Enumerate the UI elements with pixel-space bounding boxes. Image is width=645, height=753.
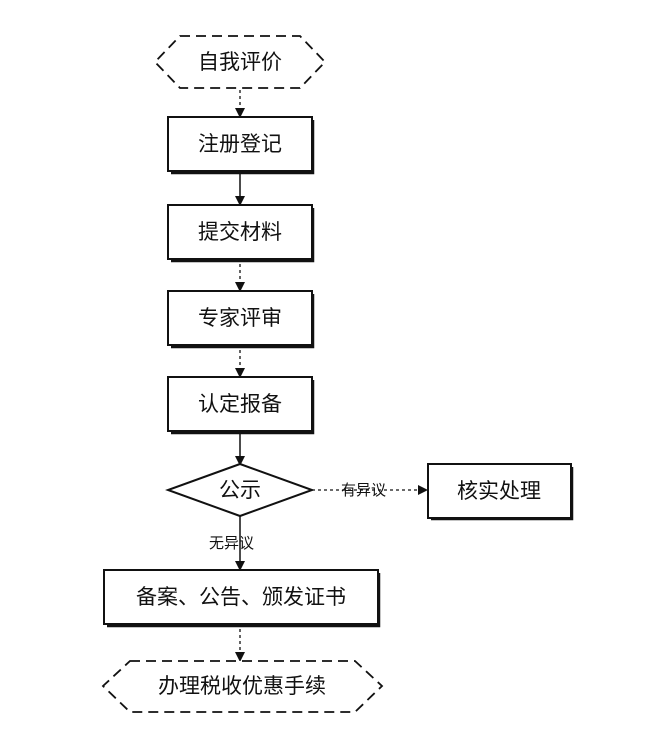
- node-self-evaluation-label: 自我评价: [198, 50, 282, 74]
- node-tax-incentive: 办理税收优惠手续: [101, 660, 384, 713]
- edge-label-objection: 有异议: [341, 481, 386, 499]
- edge-label-no-objection: 无异议: [209, 534, 254, 552]
- node-record-announce-issue: 备案、公告、颁发证书: [103, 569, 381, 628]
- node-self-evaluation: 自我评价: [153, 35, 327, 89]
- node-verify-handle-label: 核实处理: [457, 479, 541, 503]
- node-expert-review-label: 专家评审: [198, 306, 282, 330]
- node-publicity-label: 公示: [219, 478, 261, 502]
- node-expert-review: 专家评审: [167, 290, 315, 349]
- node-submit-materials: 提交材料: [167, 204, 315, 263]
- node-register: 注册登记: [167, 116, 315, 175]
- node-tax-incentive-label: 办理税收优惠手续: [158, 674, 326, 698]
- node-record-announce-issue-label: 备案、公告、颁发证书: [136, 585, 346, 609]
- node-verify-handle: 核实处理: [427, 463, 574, 521]
- node-certify-record: 认定报备: [167, 376, 315, 435]
- node-register-label: 注册登记: [198, 132, 282, 156]
- node-certify-record-label: 认定报备: [198, 392, 282, 416]
- node-publicity: 公示: [165, 462, 315, 518]
- node-submit-materials-label: 提交材料: [198, 220, 282, 244]
